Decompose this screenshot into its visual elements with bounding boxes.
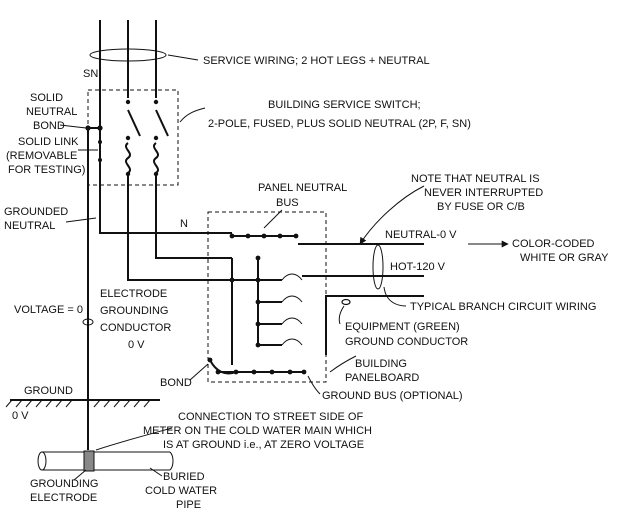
electrode-grounding-conductor-label: ELECTRODE GROUNDING CONDUCTOR 0 V — [100, 288, 174, 351]
branch-equipment-ground — [325, 295, 424, 355]
ground-bus-label: GROUND BUS (OPTIONAL) — [322, 390, 463, 402]
typical-branch-label: TYPICAL BRANCH CIRCUIT WIRING — [410, 301, 596, 313]
cold-water-pipe — [37, 450, 174, 472]
hot-leg-1 — [127, 174, 258, 281]
connection-note-leader — [95, 427, 173, 451]
color-coded-label: COLOR-CODED WHITE OR GRAY — [512, 238, 609, 264]
neutral-bus-terminals — [229, 233, 299, 239]
service-wiring — [89, 20, 167, 98]
buried-pipe-label: BURIED COLD WATER PIPE — [145, 471, 220, 511]
bond-label: BOND — [160, 377, 192, 389]
branch-bundle-marker — [372, 244, 384, 290]
grounding-electrode-label: GROUNDING ELECTRODE — [30, 478, 102, 504]
conductor-marker — [82, 318, 94, 326]
service-wiring-label: SERVICE WIRING; 2 HOT LEGS + NEUTRAL — [203, 55, 430, 67]
building-service-switch-label: BUILDING SERVICE SWITCH; 2-POLE, FUSED, … — [208, 99, 471, 130]
note-neutral-label: NOTE THAT NEUTRAL IS NEVER INTERRUPTED B… — [411, 173, 546, 213]
bond-label-leader — [189, 363, 209, 381]
hot-bus-taps — [229, 255, 261, 348]
neutral-feeder — [99, 182, 232, 234]
bond-leader — [59, 124, 87, 129]
hot-120v-label: HOT-120 V — [390, 261, 446, 273]
panel-neutral-bus-label: PANEL NEUTRAL BUS — [258, 182, 350, 209]
service-switch-internals — [85, 98, 169, 182]
panel-bond — [209, 359, 237, 375]
ground-label: GROUND 0 V — [12, 385, 76, 422]
building-panelboard-label: BUILDING PANELBOARD — [345, 358, 419, 384]
neutral-0v-label: NEUTRAL-0 V — [385, 229, 457, 241]
typical-branch-leader — [383, 286, 407, 307]
pipe-clamp — [83, 450, 95, 472]
ground-hatching — [5, 399, 151, 408]
panelboard-box — [207, 211, 327, 383]
switch-leader — [179, 107, 206, 123]
panelboard-leader — [329, 355, 357, 373]
grounded-neutral-label: GROUNDED NEUTRAL — [4, 206, 71, 232]
solid-link-label: SOLID LINK (REMOVABLE FOR TESTING) — [6, 136, 85, 176]
equipment-ground-marker — [341, 298, 351, 306]
buried-pipe-leader — [149, 467, 163, 477]
grounding-electrode-leader — [73, 469, 87, 481]
n-label: N — [180, 218, 188, 230]
equipment-ground-label: EQUIPMENT (GREEN) GROUND CONDUCTOR — [345, 321, 468, 348]
ground-bus-terminals — [215, 369, 307, 375]
service-wiring-leader — [167, 54, 199, 61]
solid-neutral-bond-label: SOLID NEUTRAL BOND — [26, 92, 80, 132]
connection-note-label: CONNECTION TO STREET SIDE OF METER ON TH… — [143, 411, 375, 451]
sn-label: SN — [83, 68, 98, 80]
equipment-ground-leader — [338, 305, 345, 325]
voltage-0-label: VOLTAGE = 0 — [14, 304, 83, 316]
neutral-bus-leader — [263, 209, 283, 229]
ground-bus-leader — [307, 375, 321, 395]
panel-bond-point — [207, 357, 213, 363]
branch-breakers — [258, 273, 303, 346]
grounded-neutral-leader — [65, 217, 97, 223]
service-switch-box — [87, 89, 179, 186]
hot-leg-2 — [155, 174, 232, 259]
note-neutral-arrow — [359, 185, 425, 245]
